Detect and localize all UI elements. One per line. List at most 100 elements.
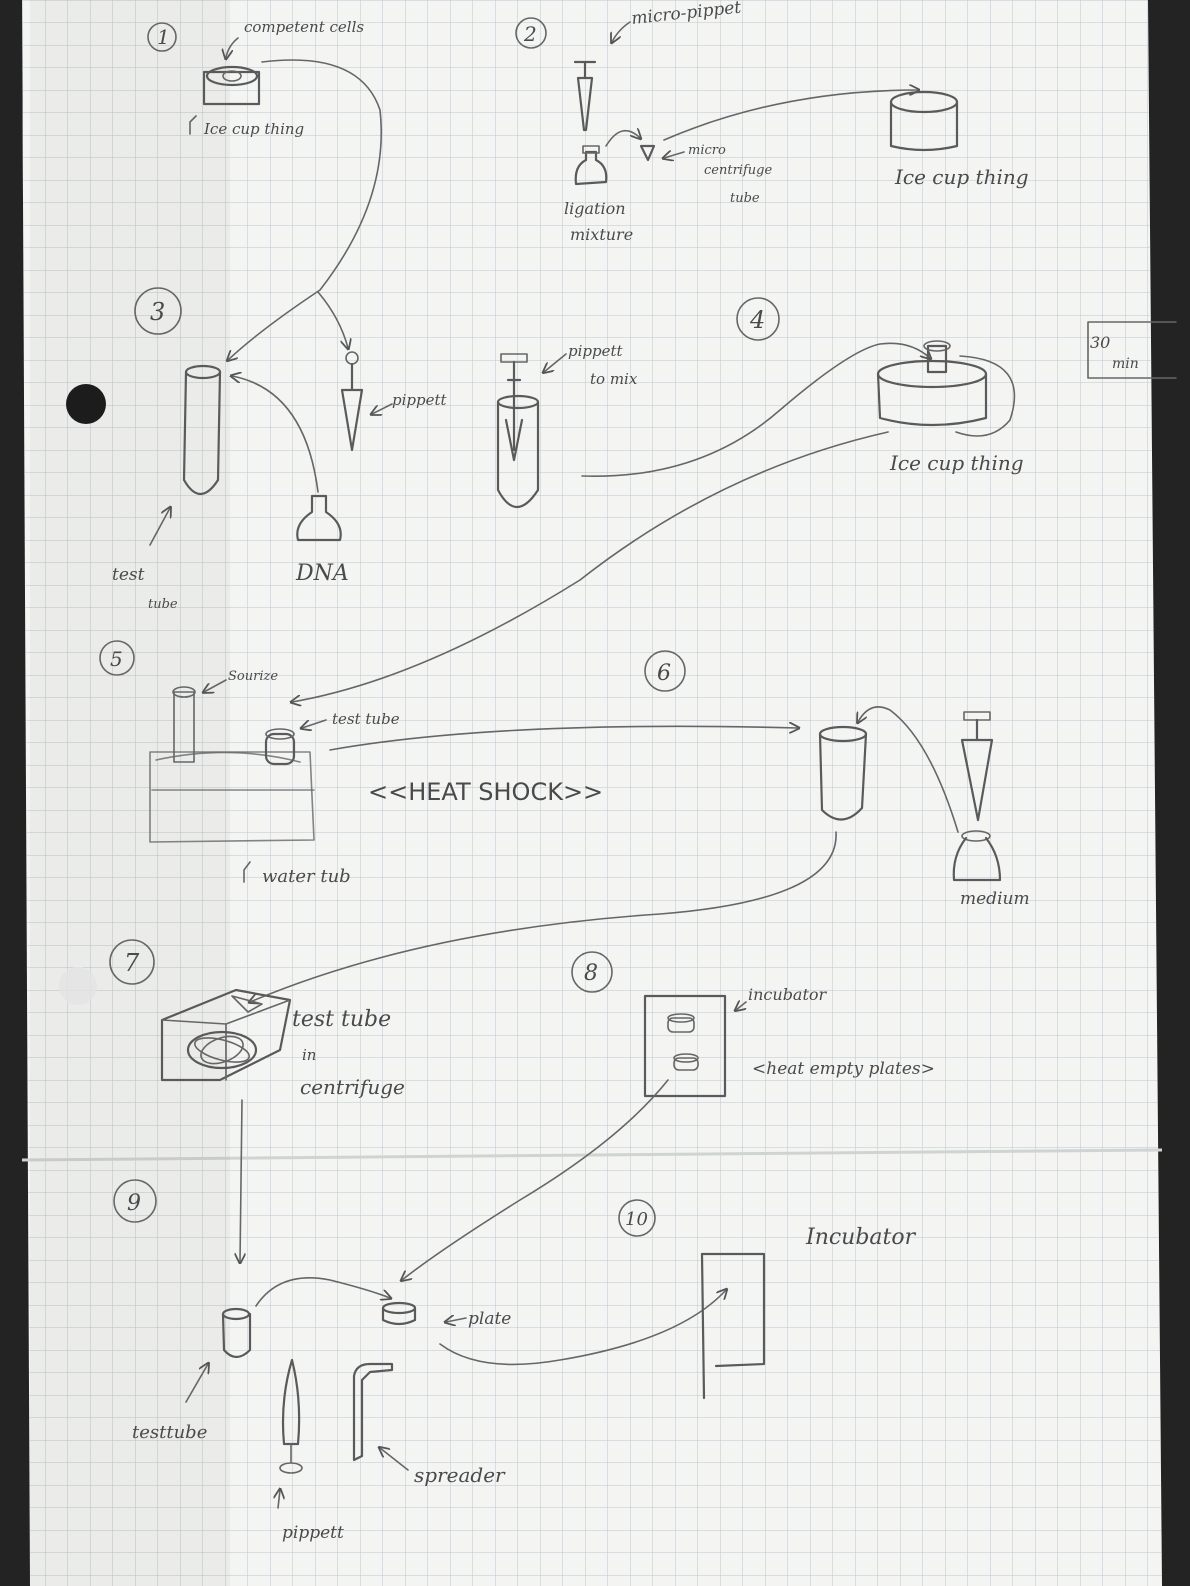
label-test-tube-7b: in <box>302 1046 316 1064</box>
label-test-tube-5: test tube <box>332 710 400 728</box>
arrow-plate-to-incubator <box>439 1290 726 1366</box>
step-number-7: 7 <box>109 939 155 985</box>
step-9-spreader <box>352 1362 394 1462</box>
label-mct-2: centrifuge <box>704 163 772 178</box>
step-numbers: 1 2 3 4 5 6 7 8 9 10 <box>99 17 780 1237</box>
label-pippett-9: pippett <box>282 1523 344 1543</box>
svg-text:min: min <box>1112 356 1139 372</box>
arrow-to-pipette-9 <box>278 1490 280 1509</box>
arrow-to-plate <box>446 1318 467 1322</box>
arrow-mct-to-ice-cup <box>663 90 918 141</box>
label-incubator-8: incubator <box>748 985 828 1004</box>
arrow-cells-to-test-tube <box>228 59 383 360</box>
arrow-to-competent-cells <box>226 37 239 58</box>
binder-hole-faint <box>59 967 97 1005</box>
bracket-water-tub <box>243 861 251 883</box>
step-3-pipette <box>340 351 364 452</box>
label-pippett-mix-1: pippett <box>568 342 624 360</box>
label-heat-shock: <<HEAT SHOCK>> <box>368 778 603 806</box>
binder-hole <box>66 384 106 424</box>
arrow-ligation-to-tube <box>605 131 640 147</box>
step-number-2: 2 <box>515 17 547 49</box>
svg-text:4: 4 <box>749 306 765 334</box>
bracket-ice-cup-1 <box>189 115 197 135</box>
label-ligation-2: mixture <box>570 225 633 244</box>
label-sourize: Sourize <box>228 669 278 684</box>
step-number-9: 9 <box>113 1179 157 1223</box>
svg-text:3: 3 <box>150 298 165 326</box>
arrow-to-incubator-8 <box>736 1002 747 1010</box>
step-3-pipette-to-mix <box>496 353 540 508</box>
step-number-5: 5 <box>99 640 135 676</box>
step-9-plate <box>381 1301 417 1326</box>
label-mct-1: micro <box>688 143 726 158</box>
label-spreader: spreader <box>414 1463 506 1487</box>
step-5-water-bath <box>149 686 315 843</box>
step-number-4: 4 <box>736 297 780 341</box>
svg-text:2: 2 <box>523 22 537 46</box>
arrow-dna-to-tube <box>232 376 319 493</box>
step-number-1: 1 <box>147 22 177 52</box>
arrow-incubator-to-plate <box>402 1079 669 1280</box>
arrow-mix-to-ice-cup <box>581 342 930 478</box>
step-number-10: 10 <box>618 1199 656 1237</box>
step-9-test-tube <box>221 1307 252 1359</box>
label-mct-3: tube <box>730 191 760 206</box>
step-7-centrifuge <box>160 988 292 1082</box>
step-number-3: 3 <box>134 287 182 335</box>
arrow-to-mct <box>664 152 685 158</box>
arrow-ice-to-waterbath <box>292 431 889 702</box>
step-3-dna-flask <box>296 494 342 542</box>
step-number-8: 8 <box>571 951 613 993</box>
svg-text:1: 1 <box>157 25 170 49</box>
arrow-to-sourize <box>204 679 227 692</box>
arrow-to-pipette-3 <box>372 403 393 414</box>
label-ice-cup-2: Ice cup thing <box>894 165 1029 189</box>
step-number-6: 6 <box>644 650 686 692</box>
step-6-pipette <box>960 711 994 822</box>
step-9-pipette <box>279 1358 303 1474</box>
arrow-tube-to-centrifuge <box>250 831 837 1002</box>
label-water-tub: water tub <box>262 866 351 887</box>
label-pippett-mix-2: to mix <box>590 370 638 388</box>
step-10-incubator <box>700 1252 766 1400</box>
step-1-ice-cup-with-cells <box>202 65 261 106</box>
label-heat-plates: <heat empty plates> <box>752 1059 935 1079</box>
label-test-3b: tube <box>148 597 178 612</box>
arrow-centrifuge-to-testtube-9 <box>240 1099 242 1262</box>
svg-text:6: 6 <box>657 661 671 686</box>
label-test-3a: test <box>112 565 145 585</box>
label-ice-cup-4: Ice cup thing <box>889 451 1024 475</box>
label-plate: plate <box>468 1309 511 1329</box>
svg-text:7: 7 <box>124 949 140 977</box>
label-incubator-10: Incubator <box>805 1225 917 1250</box>
step-6-medium-bottle <box>952 830 1002 882</box>
svg-text:10: 10 <box>625 1209 648 1230</box>
step-8-incubator <box>643 994 727 1098</box>
arrow-to-micro-pipette <box>612 21 631 42</box>
step-2-ligation-bottle <box>574 145 608 186</box>
step-2-micro-pipette <box>573 60 597 132</box>
arrow-medium-to-tube <box>858 706 959 833</box>
arrow-to-testtube-9 <box>185 1364 208 1403</box>
svg-text:30: 30 <box>1090 333 1110 352</box>
arrow-bath-to-tube-6 <box>329 726 798 751</box>
step-3-test-tube <box>182 364 222 496</box>
step-2-ice-cup <box>889 90 959 152</box>
arrow-to-pippett-mix <box>544 353 567 372</box>
label-dna: DNA <box>295 561 349 586</box>
label-competent-cells: competent cells <box>244 18 364 36</box>
label-ligation-1: ligation <box>564 199 626 218</box>
arrow-testtube-to-plate <box>255 1277 390 1307</box>
svg-text:8: 8 <box>584 961 598 986</box>
label-test-tube-7c: centrifuge <box>300 1075 405 1099</box>
label-test-tube-7a: test tube <box>292 1007 391 1032</box>
arrow-to-test-tube-5 <box>302 719 327 728</box>
paper-sheet <box>21 0 1163 1586</box>
label-medium: medium <box>960 889 1030 909</box>
arrow-to-pippett <box>317 291 348 348</box>
label-testtube-9: testtube <box>132 1422 207 1443</box>
label-pippett-3: pippett <box>392 391 448 409</box>
svg-text:5: 5 <box>110 647 123 671</box>
